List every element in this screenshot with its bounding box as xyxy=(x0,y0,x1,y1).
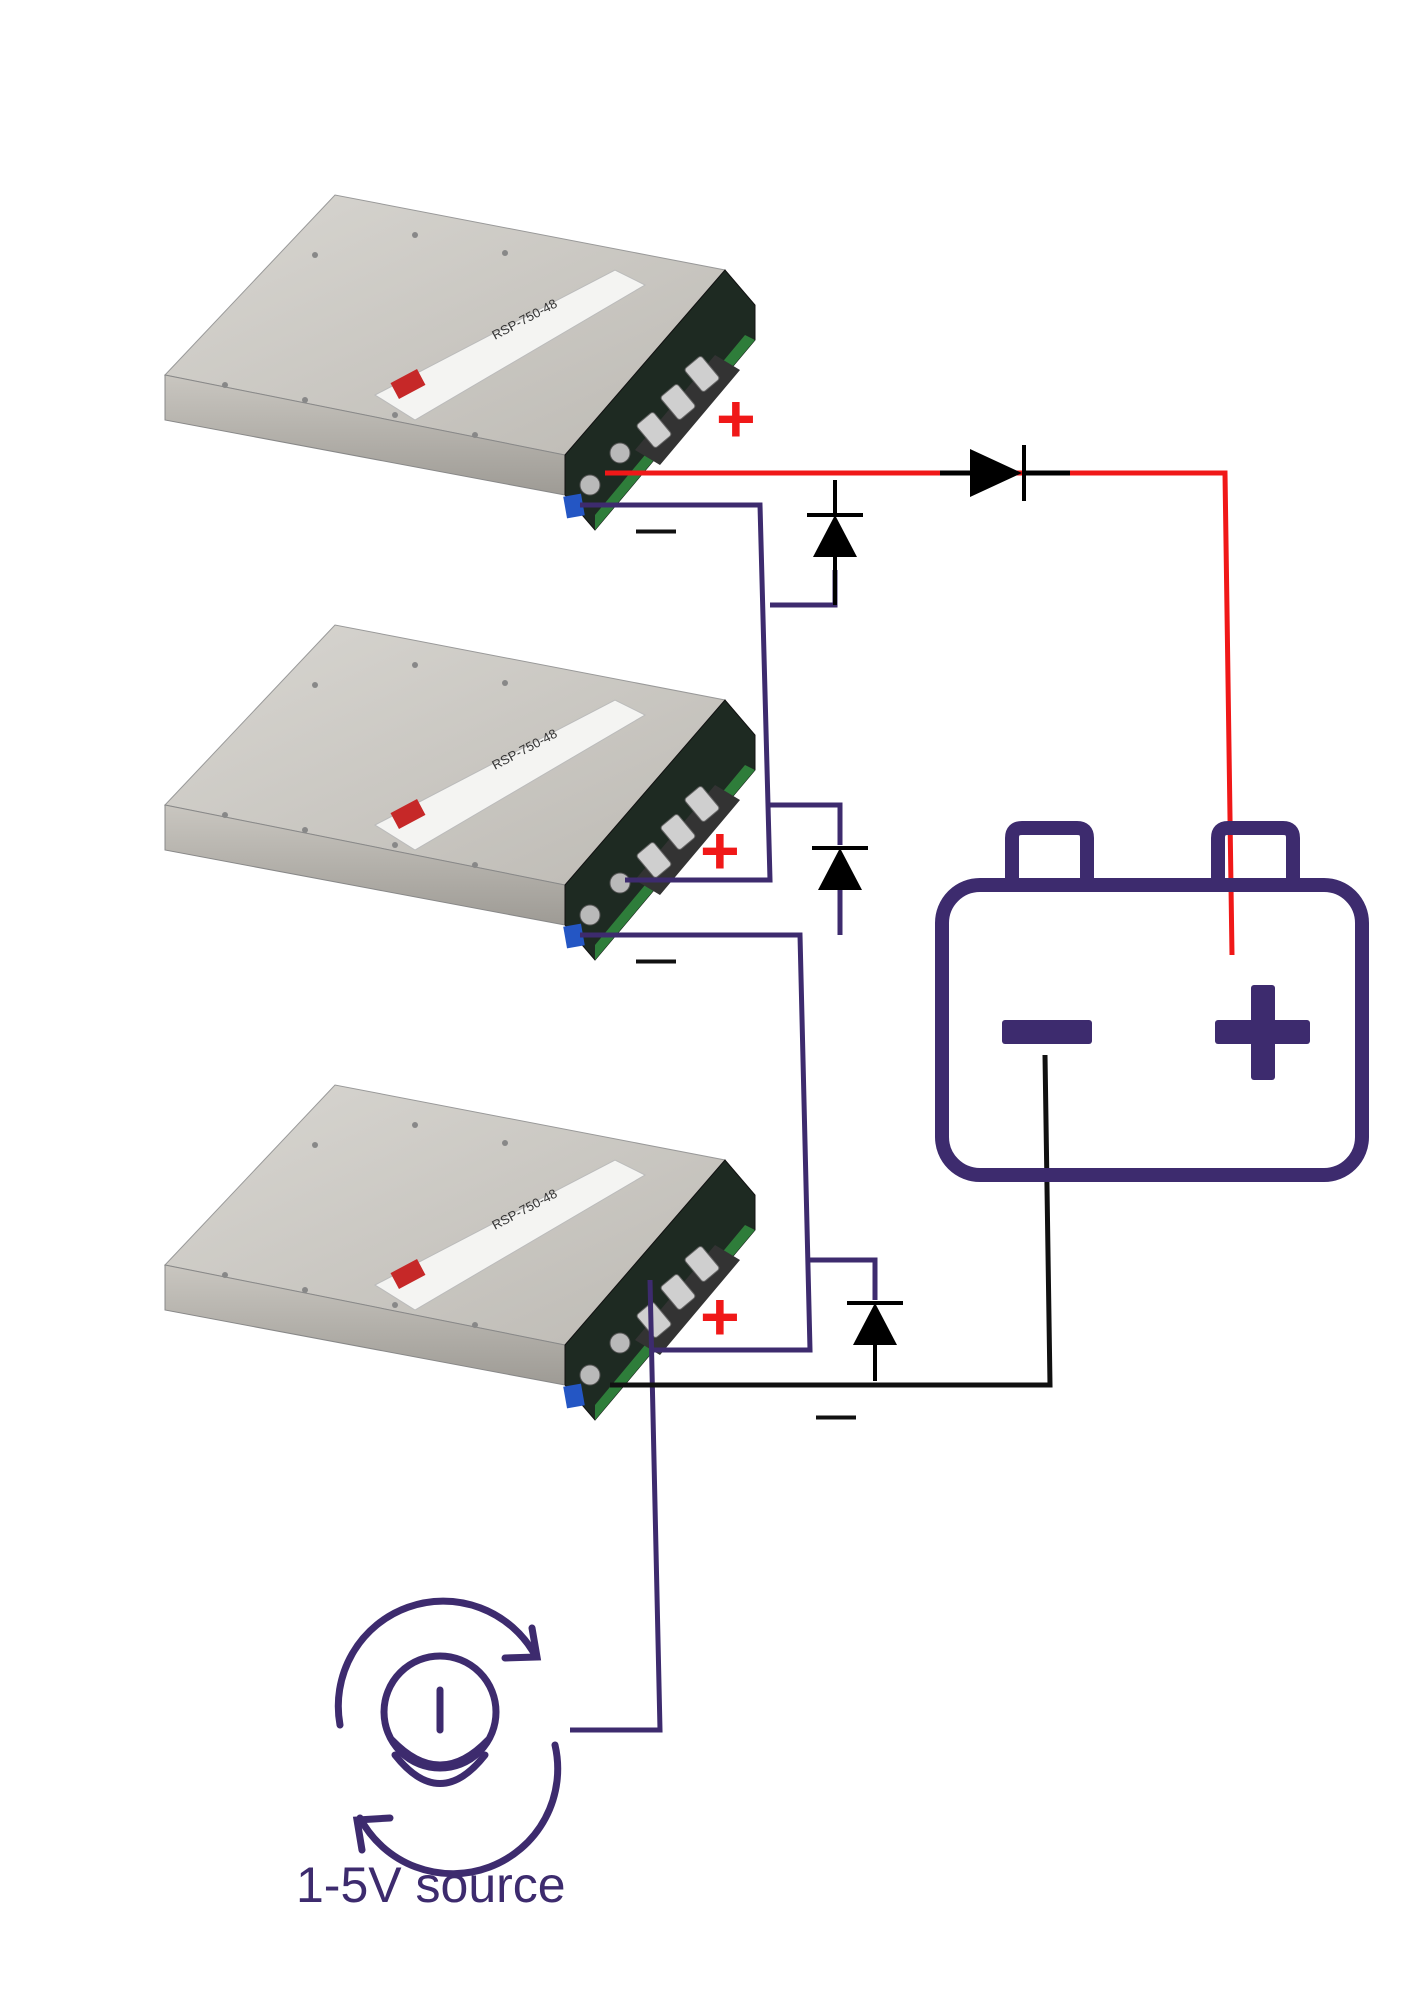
psu3-minus-label: — xyxy=(816,1393,856,1437)
ground-wire xyxy=(610,1054,1053,1388)
source-caption: 1-5V source xyxy=(296,1857,566,1913)
psu2-plus-label: + xyxy=(700,813,740,889)
battery-terminals xyxy=(1002,985,1310,1080)
psu1-minus-label: — xyxy=(636,507,676,551)
rotary-knob-icon xyxy=(334,1597,562,1878)
power-supply-1: RSP-750-48 xyxy=(164,194,756,531)
power-supply-3: RSP-750-48 xyxy=(164,1084,756,1421)
bypass-diode-3 xyxy=(845,1301,905,1381)
psu3-plus-label: + xyxy=(700,1279,740,1355)
bypass-diode-1 xyxy=(805,480,865,605)
psu2-minus-label: — xyxy=(636,937,676,981)
polarity-labels: + — + — + — xyxy=(636,381,856,1437)
battery-plus-vertical xyxy=(1251,985,1275,1080)
bypass-diode-2 xyxy=(810,846,870,892)
positive-wire xyxy=(605,470,1235,956)
series-diode xyxy=(940,445,1070,501)
battery-minus-icon xyxy=(1002,1020,1092,1044)
psu1-plus-label: + xyxy=(716,381,756,457)
battery-icon xyxy=(935,821,1369,1182)
power-supply-2: RSP-750-48 xyxy=(164,624,756,961)
